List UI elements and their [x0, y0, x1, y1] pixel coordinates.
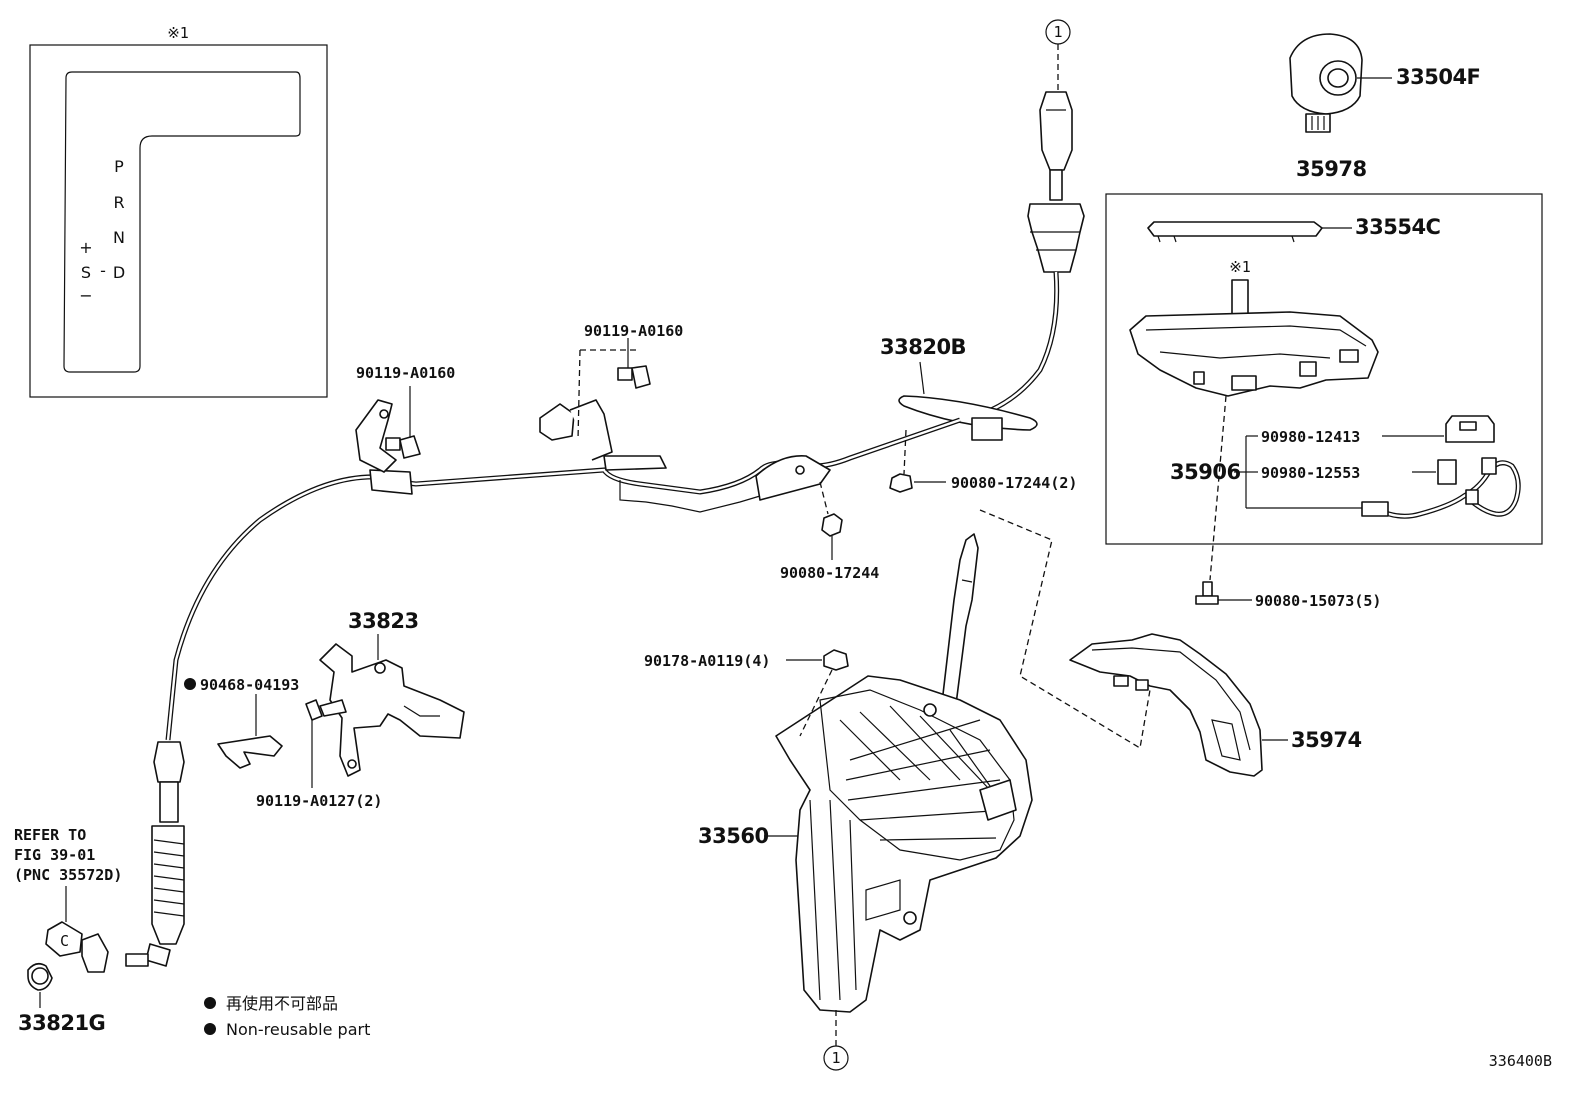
- svg-text:1: 1: [831, 1049, 840, 1067]
- label-33821G: 33821G: [18, 1011, 105, 1035]
- refer-line-1: REFER TO: [14, 826, 86, 844]
- label-33504F: 33504F: [1396, 65, 1480, 89]
- label-90080-15073: 90080-15073(5): [1255, 592, 1381, 610]
- gate-label-p: P: [114, 157, 124, 176]
- diagram-id: 336400B: [1489, 1052, 1552, 1070]
- gate-label-dash: -: [100, 261, 106, 280]
- shift-lever-assembly: [775, 533, 1033, 1013]
- gate-label-d: D: [113, 263, 125, 282]
- shift-cable-assembly: [125, 91, 1085, 967]
- label-90080-17244-2: 90080-17244(2): [951, 474, 1077, 492]
- legend: 再使用不可部品 Non-reusable part: [204, 994, 370, 1039]
- gate-label-minus: −: [79, 286, 92, 305]
- legend-text-jp: 再使用不可部品: [226, 994, 338, 1013]
- label-90468-04193: 90468-04193: [200, 676, 299, 694]
- svg-text:1: 1: [1053, 23, 1062, 41]
- gate-label-n: N: [113, 228, 125, 247]
- label-33554C: 33554C: [1355, 215, 1441, 239]
- shift-gate-inset: ※1 P R N D + S - −: [29, 24, 328, 398]
- clip-90468-04193: [217, 735, 283, 769]
- cover-35974: [1069, 633, 1288, 777]
- bolt-90119-A0160-left: [385, 386, 421, 459]
- refer-line-2: FIG 39-01: [14, 846, 95, 864]
- label-90119-A0160-left: 90119-A0160: [356, 364, 455, 382]
- reference-circle-top: 1: [1045, 19, 1071, 92]
- label-35974: 35974: [1291, 728, 1362, 752]
- nut-90178-A0119: [786, 649, 849, 737]
- bushing-33821G: [27, 962, 53, 1008]
- label-90119-A0160-right: 90119-A0160: [584, 322, 683, 340]
- legend-dot-jp: [204, 997, 216, 1009]
- reference-circle-bottom: 1: [823, 1010, 849, 1071]
- label-90178-A0119: 90178-A0119(4): [644, 652, 770, 670]
- gate-label-plus: +: [79, 238, 92, 257]
- refer-line-3: (PNC 35572D): [14, 866, 122, 884]
- label-33823: 33823: [348, 609, 419, 633]
- label-35978: 35978: [1296, 157, 1367, 181]
- legend-text-en: Non-reusable part: [226, 1020, 370, 1039]
- svg-text:C: C: [60, 932, 69, 950]
- legend-dot-en: [204, 1023, 216, 1035]
- label-90119-A0127: 90119-A0127(2): [256, 792, 382, 810]
- non-reusable-dot-90468: [184, 678, 196, 690]
- shift-indicator-assembly-box: 33554C ※1 90980-12413 90980-12553 35906: [1105, 193, 1543, 581]
- label-33820B: 33820B: [880, 335, 966, 359]
- inset-note-mark: ※1: [167, 24, 189, 42]
- bracket-33823: [319, 643, 465, 777]
- label-35906: 35906: [1170, 460, 1241, 484]
- shift-knob: [1289, 33, 1392, 133]
- gate-label-r: R: [113, 193, 124, 212]
- bolt-90119-A0127: [305, 699, 347, 788]
- gate-label-s: S: [81, 263, 91, 282]
- bolt-90119-A0160-right: [577, 338, 651, 441]
- label-90980-12553: 90980-12553: [1261, 464, 1360, 482]
- label-90080-17244: 90080-17244: [780, 564, 879, 582]
- bolt-90080-15073: [1195, 581, 1252, 605]
- nut-90080-17244: [819, 481, 843, 560]
- label-33560: 33560: [698, 824, 769, 848]
- indicator-note-mark: ※1: [1229, 258, 1251, 276]
- cable-end-bracket: C: [45, 921, 109, 973]
- nut-90080-17244-2: [889, 429, 946, 493]
- label-90980-12413: 90980-12413: [1261, 428, 1360, 446]
